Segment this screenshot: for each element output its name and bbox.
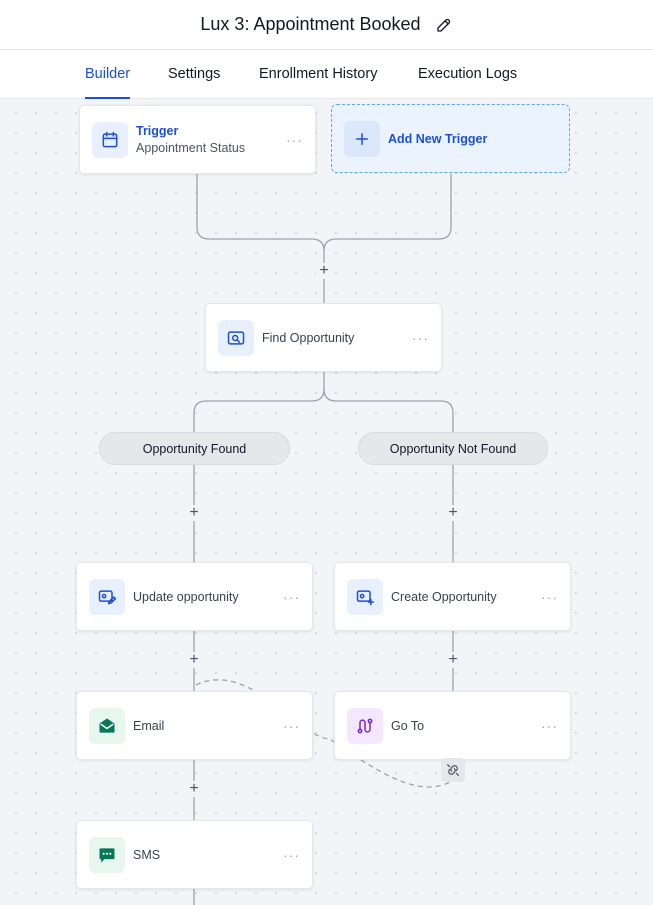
add-step-button[interactable]: + (186, 652, 202, 668)
sms-label: SMS (133, 847, 161, 862)
update-opportunity-label: Update opportunity (133, 589, 239, 604)
workflow-canvas[interactable]: Trigger Appointment Status ··· Add New T… (0, 99, 653, 905)
more-options-icon[interactable]: ··· (286, 131, 303, 148)
pencil-icon[interactable] (435, 16, 453, 34)
update-opportunity-node[interactable]: Update opportunity ··· (76, 562, 313, 631)
workflow-header: Lux 3: Appointment Booked (0, 0, 653, 50)
more-options-icon[interactable]: ··· (541, 588, 558, 605)
trigger-subtitle: Appointment Status (136, 141, 246, 155)
goto-node[interactable]: Go To ··· (334, 691, 571, 760)
calendar-icon (92, 121, 128, 158)
add-card-icon (347, 578, 383, 615)
add-new-trigger-button[interactable]: Add New Trigger (331, 104, 570, 173)
tab-builder[interactable]: Builder (85, 50, 131, 99)
add-step-button[interactable]: + (445, 505, 461, 521)
more-options-icon[interactable]: ··· (283, 588, 300, 605)
find-opportunity-node[interactable]: Find Opportunity ··· (205, 303, 442, 372)
search-card-icon (218, 319, 254, 356)
plus-icon (344, 120, 380, 157)
route-icon (347, 707, 383, 744)
more-options-icon[interactable]: ··· (412, 329, 429, 346)
goto-label: Go To (391, 718, 425, 733)
create-opportunity-node[interactable]: Create Opportunity ··· (334, 562, 571, 631)
tab-execution-logs[interactable]: Execution Logs (418, 66, 518, 82)
trigger-node[interactable]: Trigger Appointment Status ··· (79, 105, 316, 174)
tab-bar: Builder Settings Enrollment History Exec… (0, 50, 653, 99)
create-opportunity-label: Create Opportunity (391, 589, 497, 604)
tab-enrollment-history[interactable]: Enrollment History (259, 66, 378, 82)
add-step-button[interactable]: + (316, 263, 332, 279)
email-label: Email (133, 718, 165, 733)
goto-dashed-link (195, 679, 453, 788)
add-step-button[interactable]: + (186, 505, 202, 521)
unlink-icon[interactable] (441, 758, 465, 782)
email-node[interactable]: Email ··· (76, 691, 313, 760)
find-opportunity-label: Find Opportunity (262, 330, 355, 345)
chat-icon (89, 836, 125, 873)
add-trigger-label: Add New Trigger (388, 131, 488, 146)
add-step-button[interactable]: + (186, 781, 202, 797)
envelope-icon (89, 707, 125, 744)
trigger-title: Trigger (136, 124, 179, 138)
branch-opportunity-not-found[interactable]: Opportunity Not Found (358, 432, 548, 465)
more-options-icon[interactable]: ··· (283, 846, 300, 863)
tab-settings[interactable]: Settings (168, 66, 221, 82)
more-options-icon[interactable]: ··· (283, 717, 300, 734)
add-step-button[interactable]: + (445, 652, 461, 668)
connector-lines (193, 174, 454, 905)
more-options-icon[interactable]: ··· (541, 717, 558, 734)
edit-card-icon (89, 578, 125, 615)
branch-opportunity-found[interactable]: Opportunity Found (99, 432, 290, 465)
sms-node[interactable]: SMS ··· (76, 820, 313, 889)
workflow-title: Lux 3: Appointment Booked (200, 14, 421, 34)
